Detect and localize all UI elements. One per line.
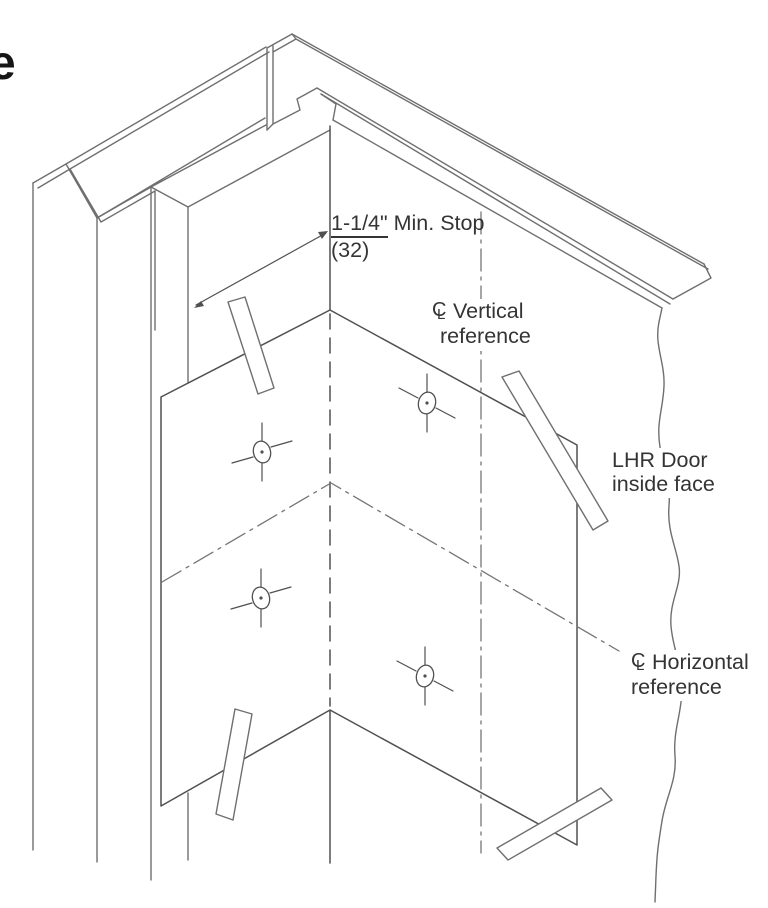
template-right-face [330, 310, 577, 845]
dimension-metric: (32) [331, 238, 370, 262]
head-rails [291, 33, 709, 309]
hole-center-mark [259, 596, 263, 600]
dimension-suffix: Min. Stop [387, 211, 485, 235]
door-face-label-line1: LHR Door [612, 448, 708, 472]
head-end-cap [672, 263, 712, 300]
jamb-vertical-edges [32, 182, 189, 881]
dimension-label: 1-1/4" Min. Stop (32) [331, 210, 484, 264]
dimension-arrowhead [318, 231, 328, 239]
horizontal-reference-line2: reference [631, 675, 722, 699]
dimension-value: 1-1/4" [331, 211, 388, 238]
tape-strip-top-right [501, 370, 609, 531]
hole-target-crosshair [398, 373, 456, 433]
door-break-line [654, 321, 683, 903]
head-frame [266, 33, 712, 309]
tape-strip-bottom-right [496, 787, 613, 861]
door-leaf [654, 307, 683, 903]
hole-center-mark [425, 401, 429, 405]
dimension-text-line: 1-1/4" Min. Stop [331, 210, 485, 238]
tape-strip-top-left [227, 296, 275, 395]
reference-centerlines [161, 211, 620, 854]
head-profile-steps [266, 87, 337, 131]
caption-fragment: e [0, 37, 16, 90]
door-face-label: LHR Door inside face [610, 448, 719, 498]
hinge-template [160, 309, 578, 846]
hole-target-crosshair [231, 422, 293, 482]
hole-center-mark [260, 450, 264, 454]
jamb-top-profile [32, 163, 189, 223]
masking-tapes [215, 296, 613, 861]
jamb-miter-lines [65, 46, 331, 219]
jamb-frame [32, 46, 331, 881]
hole-target-crosshair [396, 646, 454, 706]
template-left-face [161, 310, 330, 806]
vertical-reference-line2: reference [440, 324, 531, 348]
stop-dimension [194, 231, 328, 308]
tape-strip-bottom-left [215, 708, 253, 821]
horizontal-reference-line [161, 482, 620, 652]
hole-target-crosshair [230, 568, 292, 628]
dimension-arrowhead [194, 301, 204, 308]
door-face-label-line2: inside face [612, 472, 715, 496]
head-backbend-fin [266, 33, 297, 131]
hole-center-mark [423, 674, 427, 678]
door-top-corner-edge [658, 307, 663, 323]
dimension-line [195, 232, 327, 306]
